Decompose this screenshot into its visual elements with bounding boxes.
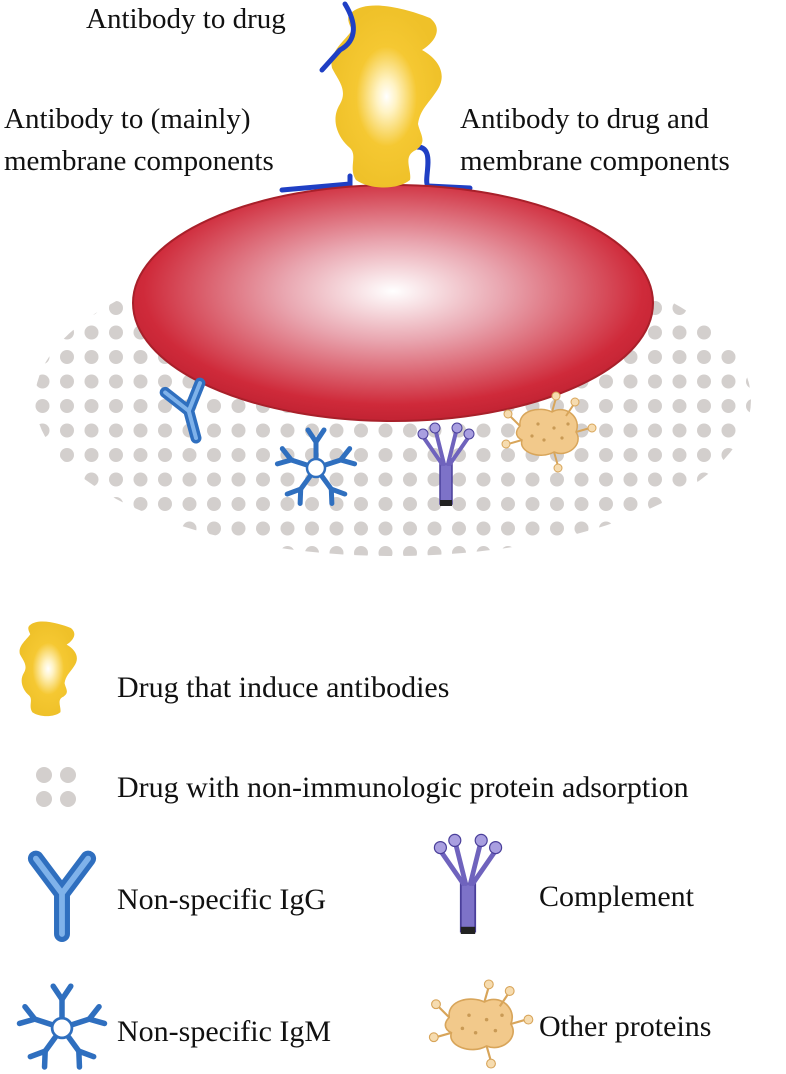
legend: Drug that induce antibodies Drug with no… [19, 621, 711, 1070]
legend-complement-icon [434, 834, 501, 934]
legend-label-drug: Drug that induce antibodies [117, 671, 449, 704]
label-antibody-drug-membrane-line2: membrane components [460, 145, 730, 177]
legend-other-proteins-icon [428, 978, 534, 1070]
red-blood-cell [132, 184, 654, 422]
label-antibody-to-drug: Antibody to drug [86, 3, 286, 35]
legend-drug-icon [19, 621, 77, 717]
legend-dots-icon [36, 767, 76, 807]
drug-molecule [331, 5, 442, 188]
label-antibody-drug-membrane-line1: Antibody to drug and [460, 103, 709, 135]
legend-label-complement: Complement [539, 880, 695, 913]
drug-antibody-line [319, 1, 356, 73]
legend-igm-icon [20, 986, 105, 1067]
legend-label-igg: Non-specific IgG [117, 883, 326, 916]
legend-label-dots: Drug with non-immunologic protein adsorp… [117, 771, 689, 804]
legend-label-igm: Non-specific IgM [117, 1015, 331, 1048]
legend-label-other-proteins: Other proteins [539, 1010, 711, 1043]
legend-igg-icon [36, 859, 88, 934]
label-antibody-membrane-line2: membrane components [4, 145, 274, 177]
label-antibody-membrane-line1: Antibody to (mainly) [4, 103, 250, 135]
